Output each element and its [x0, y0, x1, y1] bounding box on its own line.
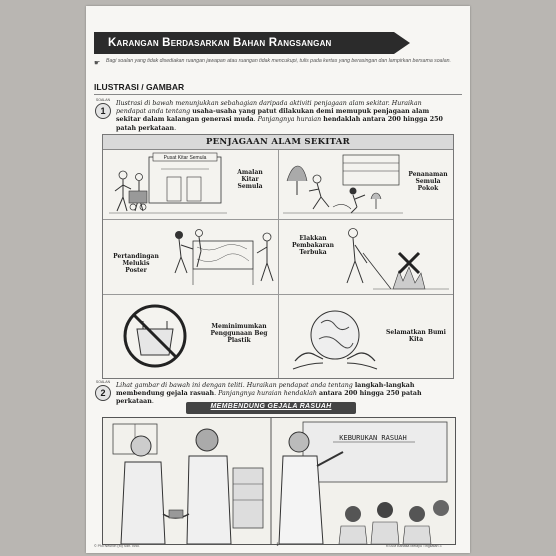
label-replanting: Penanaman Semula Pokok — [408, 171, 448, 193]
title-banner-arrow — [394, 32, 410, 54]
board-text: KEBURUKAN RASUAH — [339, 434, 406, 442]
replanting-illustration — [283, 154, 403, 214]
q1-end: . — [174, 124, 177, 132]
pointing-hand-icon: ☛ — [94, 59, 101, 67]
recycling-center-sign: Pusat Kitar Semula — [164, 155, 207, 161]
soalan-label: SOALAN — [95, 98, 111, 102]
label-plastic-bag: Meminimumkan Penggunaan Beg Plastik — [210, 323, 268, 345]
title-banner — [94, 32, 394, 54]
q2-end: . — [151, 398, 154, 406]
recycling-illustration: Pusat Kitar Semula — [109, 152, 227, 214]
poster-illustration — [174, 229, 274, 285]
q2-banner-title: MEMBENDUNG GEJALA RASUAH — [210, 403, 332, 410]
section-divider — [94, 94, 462, 95]
label-poster: Pertandingan Melukis Poster — [113, 253, 159, 275]
label-recycling: Amalan Kitar Semula — [237, 169, 263, 191]
section-heading: ILUSTRASI / GAMBAR — [94, 82, 185, 92]
save-earth-illustration — [292, 310, 378, 370]
footer-book-title: KSSM Bahasa Melayu Tingkatan 3 — [386, 544, 442, 548]
label-open-burning: Elakkan Pembakaran Terbuka — [291, 235, 335, 257]
illustration-panel: PENJAGAAN ALAM SEKITAR Pusat Kitar Semul… — [102, 134, 454, 379]
footer-copyright: © PNI Neuron (M) Sdn. Bhd. — [94, 544, 140, 548]
question-number: 1 — [95, 103, 111, 119]
q1-bold-part: usaha-usaha yang patut dilakukan demi me… — [116, 108, 430, 124]
question-number: 2 — [95, 385, 111, 401]
question-1-text: Ilustrasi di bawah menunjukkan sebahagia… — [116, 100, 448, 133]
q1-italic-part: Ilustrasi di bawah menunjukkan sebahagia… — [116, 100, 422, 116]
question-2-text: Lihat gambar di bawah ini dengan teliti.… — [116, 382, 448, 407]
panel-divider-vertical — [278, 150, 279, 378]
question-1-badge: SOALAN 1 — [92, 98, 114, 119]
page-number: 1 — [276, 542, 280, 548]
panel-title: PENJAGAAN ALAM SEKITAR — [205, 137, 351, 147]
question-2-badge: SOALAN 2 — [92, 380, 114, 401]
worksheet-page: Karangan Berdasarkan Bahan Rangsangan ☛ … — [86, 6, 470, 553]
q1-italic-mid: . Panjangnya huraian — [253, 116, 322, 124]
q1-bold-end: hendaklah antara 200 hingga 250 patah pe… — [116, 116, 443, 132]
no-plastic-bag-illustration — [123, 304, 187, 368]
instruction-text: Bagi soalan yang tidak disediakan ruanga… — [106, 58, 451, 64]
q2-bold-part: langkah-langkah membendung gejala rasuah — [116, 382, 415, 398]
q2-bold-end: antara 200 hingga 250 patah perkataan — [116, 390, 422, 406]
corruption-cartoon: KEBURUKAN RASUAH — [102, 417, 456, 545]
page-title: Karangan Berdasarkan Bahan Rangsangan — [108, 37, 332, 49]
q2-italic-mid: . Panjangnya huraian hendaklah — [214, 390, 317, 398]
q2-italic-part: Lihat gambar di bawah ini dengan teliti.… — [116, 382, 353, 389]
q2-banner — [186, 402, 356, 414]
soalan-label: SOALAN — [95, 380, 111, 384]
panel-title-bar — [103, 135, 453, 150]
label-save-earth: Selamatkan Bumi Kita — [386, 329, 446, 344]
open-burning-illustration — [346, 228, 449, 290]
panel-divider-row2 — [103, 294, 453, 295]
panel-divider-row1 — [103, 219, 453, 220]
